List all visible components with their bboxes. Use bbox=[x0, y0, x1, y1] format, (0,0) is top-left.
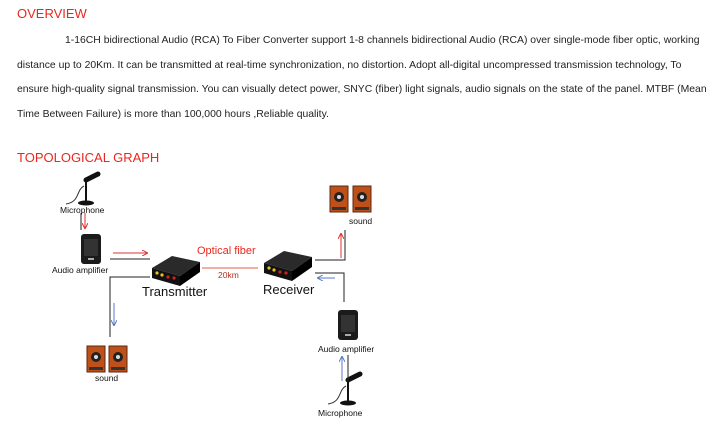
speaker-left-icon bbox=[86, 345, 106, 373]
optical-fiber-label: Optical fiber bbox=[197, 245, 256, 257]
topology-heading: TOPOLOGICAL GRAPH bbox=[17, 150, 160, 165]
amplifier-right-icon bbox=[338, 310, 358, 340]
overview-paragraph: 1-16CH bidirectional Audio (RCA) To Fibe… bbox=[17, 29, 707, 127]
amplifier-left-icon bbox=[81, 234, 101, 264]
overview-text: 1-16CH bidirectional Audio (RCA) To Fibe… bbox=[17, 35, 707, 120]
amplifier-left-label: Audio amplifier bbox=[52, 265, 109, 275]
microphone-right-label: Microphone bbox=[318, 408, 363, 418]
transmitter-label: Transmitter bbox=[142, 284, 208, 299]
microphone-left-label: Microphone bbox=[60, 205, 105, 215]
transmitter-icon bbox=[152, 256, 200, 286]
overview-heading: OVERVIEW bbox=[17, 6, 87, 21]
sound-left-label: sound bbox=[95, 373, 119, 383]
amplifier-right-label: Audio amplifier bbox=[318, 344, 375, 354]
receiver-label: Receiver bbox=[263, 282, 315, 297]
receiver-icon bbox=[264, 251, 312, 281]
signal-arrows bbox=[85, 213, 342, 381]
microphone-right-icon bbox=[328, 374, 360, 406]
distance-label: 20km bbox=[218, 270, 239, 280]
microphone-left-icon bbox=[66, 174, 98, 206]
sound-right-label: sound bbox=[349, 216, 373, 226]
speaker-right-icon bbox=[329, 185, 349, 213]
